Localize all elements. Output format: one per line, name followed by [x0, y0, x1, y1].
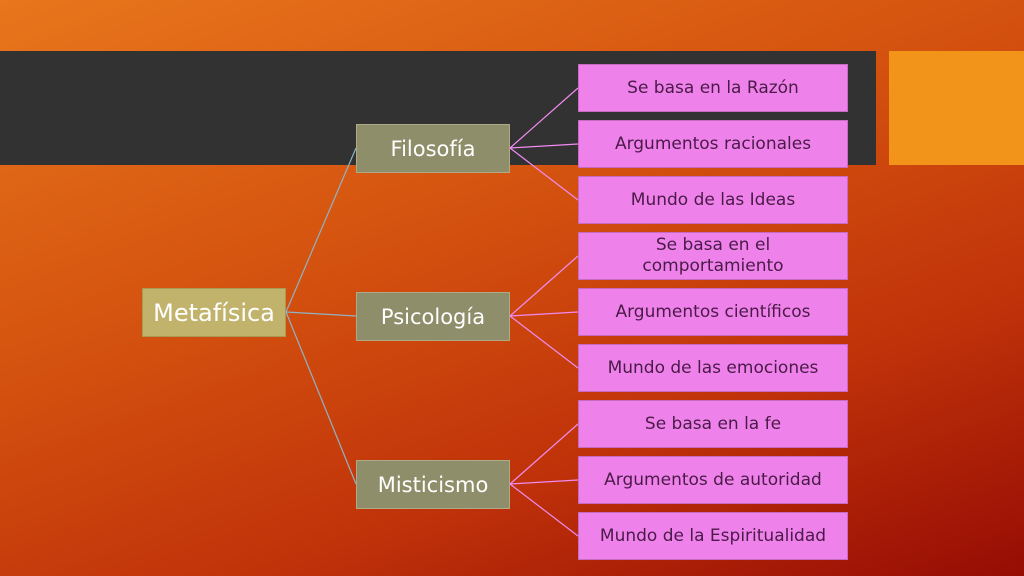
branch-node-psicologia: Psicología [356, 292, 510, 341]
connector-misticismo-leaf-1 [509, 423, 579, 485]
connector-root-psicologia [285, 311, 357, 317]
accent-square [889, 51, 1024, 165]
leaf-node-filosofia-3: Mundo de las Ideas [578, 176, 848, 224]
connector-root-filosofia [285, 147, 357, 313]
connector-filosofia-leaf-1 [509, 87, 579, 149]
connector-psicologia-leaf-1 [509, 255, 579, 317]
leaf-node-psicologia-2: Argumentos científicos [578, 288, 848, 336]
root-node: Metafísica [142, 288, 286, 337]
connector-misticismo-leaf-2 [509, 479, 579, 485]
connector-filosofia-leaf-2 [509, 143, 579, 149]
branch-node-filosofia: Filosofía [356, 124, 510, 173]
leaf-node-filosofia-1: Se basa en la Razón [578, 64, 848, 112]
leaf-node-psicologia-1: Se basa en el comportamiento [578, 232, 848, 280]
leaf-node-misticismo-2: Argumentos de autoridad [578, 456, 848, 504]
branch-node-misticismo: Misticismo [356, 460, 510, 509]
connector-root-misticismo [285, 311, 357, 485]
connector-misticismo-leaf-3 [509, 483, 579, 537]
connector-psicologia-leaf-3 [509, 315, 579, 369]
leaf-node-psicologia-3: Mundo de las emociones [578, 344, 848, 392]
leaf-node-misticismo-1: Se basa en la fe [578, 400, 848, 448]
connector-psicologia-leaf-2 [509, 311, 579, 317]
leaf-node-misticismo-3: Mundo de la Espiritualidad [578, 512, 848, 560]
connector-filosofia-leaf-3 [509, 147, 579, 201]
leaf-node-filosofia-2: Argumentos racionales [578, 120, 848, 168]
